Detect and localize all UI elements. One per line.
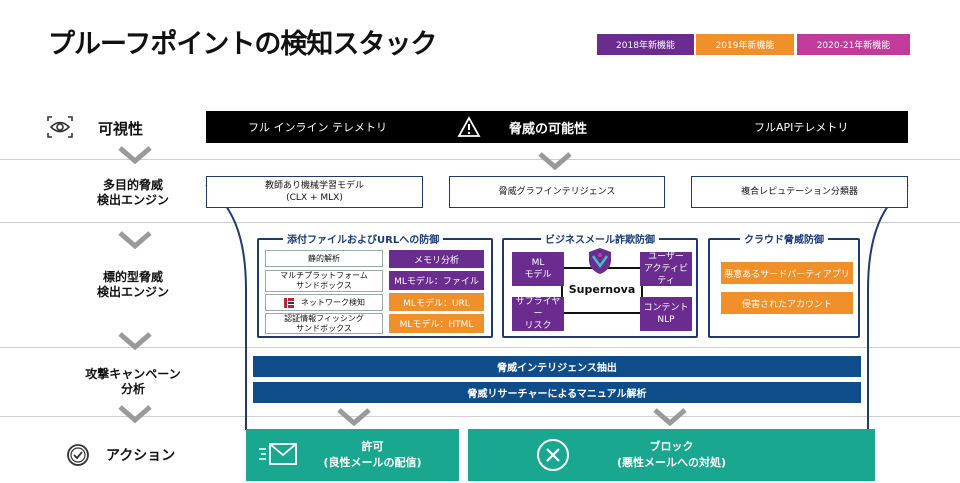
attachments-url-title: 添付ファイルおよびURLへの防御: [283, 231, 444, 246]
malicious-thirdparty-app-box: 悪意あるサードパーティアプリ: [721, 262, 853, 284]
page-title: プルーフポイントの検知スタック: [48, 29, 437, 60]
reputation-classifier-box: 複合レピュテーション分類器: [691, 176, 908, 208]
threat-potential-label: 脅威の可能性: [509, 121, 588, 137]
ml-html-box: MLモデル：HTML: [389, 314, 484, 333]
multiplatform-sandbox-box: マルチプラットフォーム サンドボックス: [265, 270, 383, 292]
memory-analysis-box: メモリ分析: [389, 250, 484, 268]
warning-icon: [457, 116, 481, 137]
allow-label: 許可 (良性メールの配信): [323, 440, 422, 469]
row-divider: [0, 159, 960, 160]
threat-intel-extraction-bar: 脅威インテリジェンス抽出: [253, 356, 861, 377]
cloud-title: クラウド脅威防御: [740, 231, 828, 246]
row-divider: [0, 222, 960, 223]
chevron-down-icon: [118, 332, 152, 350]
eye-icon: [46, 115, 74, 139]
block-x-icon: [536, 438, 570, 472]
ml-file-box: MLモデル：ファイル: [389, 271, 484, 290]
chevron-down-icon: [653, 408, 687, 426]
network-detection-label: ネットワーク検知: [301, 297, 365, 307]
row-label-targeted-engine: 標的型脅威 検出エンジン: [96, 270, 169, 299]
row-divider: [0, 416, 960, 417]
check-circle-icon: [66, 443, 90, 467]
inline-telemetry-label: フル インライン テレメトリ: [248, 121, 387, 134]
compromised-account-box: 侵害されたアカウント: [721, 292, 853, 314]
ie-icon: [283, 296, 295, 309]
row-label-campaign: 攻撃キャンペーン 分析: [85, 367, 181, 396]
content-nlp-box: コンテント NLP: [640, 297, 692, 331]
row-divider: [0, 347, 960, 348]
manual-analysis-bar: 脅威リサーチャーによるマニュアル解析: [253, 382, 861, 403]
ml-model-box: ML モデル: [512, 252, 564, 286]
row-label-multi-engine: 多目的脅威 検出エンジン: [96, 178, 169, 207]
credential-phishing-sandbox-box: 認証情報フィッシング サンドボックス: [265, 313, 383, 334]
block-action-box: ブロック (悪性メールへの対処): [468, 429, 875, 481]
api-telemetry-label: フルAPIテレメトリ: [754, 121, 849, 134]
legend-2020-21: 2020-21年新機能: [797, 34, 910, 55]
supernova-shield-icon: [587, 247, 613, 275]
block-label: ブロック (悪性メールへの対処): [616, 440, 727, 469]
envelope-icon: [258, 441, 298, 469]
supervised-ml-box: 教師あり機械学習モデル (CLX + MLX): [206, 176, 423, 208]
chevron-down-icon: [118, 231, 152, 249]
threat-graph-box: 脅威グラフインテリジェンス: [449, 176, 665, 208]
ml-url-box: MLモデル：URL: [389, 293, 484, 311]
visibility-bar: フル インライン テレメトリ 脅威の可能性 フルAPIテレメトリ: [206, 111, 908, 143]
row-label-action: アクション: [106, 448, 176, 464]
bec-title: ビジネスメール詐欺防御: [541, 231, 659, 246]
supplier-risk-box: サプライヤー リスク: [512, 297, 564, 331]
chevron-down-icon: [118, 146, 152, 164]
network-detection-box: ネットワーク検知: [265, 294, 383, 311]
legend-2018: 2018年新機能: [597, 34, 694, 55]
row-label-visibility: 可視性: [98, 120, 144, 138]
static-analysis-box: 静的解析: [265, 250, 383, 267]
cloud-group: [708, 238, 860, 338]
chevron-down-icon: [118, 405, 152, 423]
legend-2019: 2019年新機能: [696, 34, 794, 55]
allow-action-box: 許可 (良性メールの配信): [246, 429, 459, 481]
chevron-down-icon: [538, 152, 572, 170]
supernova-label: Supernova: [568, 283, 636, 296]
user-activity-box: ユーザー アクティビティ: [640, 252, 692, 286]
chevron-down-icon: [337, 408, 371, 426]
